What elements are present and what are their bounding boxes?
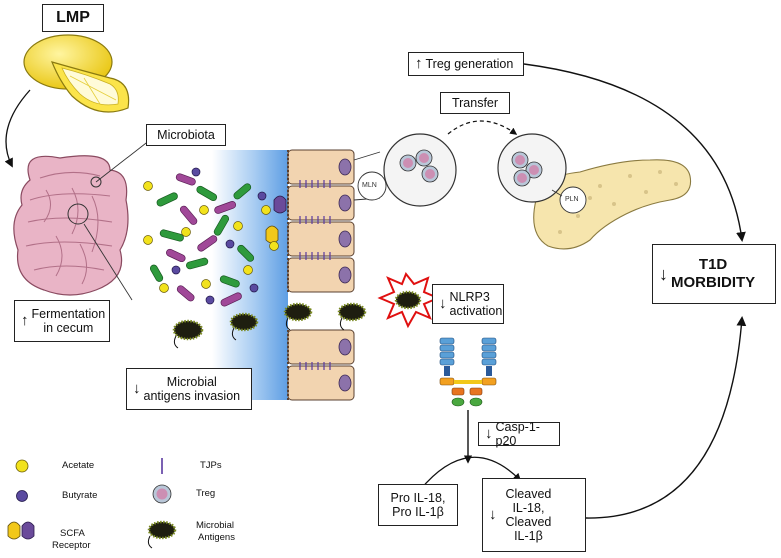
epithelial-cell: [287, 185, 355, 221]
treg-generation-label: Treg generation: [425, 57, 514, 71]
casp-box: ↓ Casp-1-p20: [478, 420, 560, 448]
treg-to-t1d-arrow: [523, 63, 746, 242]
fermentation-box: ↑ Fermentation in cecum: [14, 300, 110, 342]
microbial-antigens-group: [172, 302, 367, 349]
cleaved-il-box: ↓ Cleaved IL-18, Cleaved IL-1β: [482, 478, 586, 552]
microbiota-label: Microbiota: [157, 128, 215, 142]
cleaved-line2: IL-18,: [512, 501, 545, 515]
pro-line1: Pro IL-18,: [390, 491, 446, 505]
mln-node: [353, 133, 457, 207]
treg-generation-box: ↑ Treg generation: [408, 52, 524, 76]
casp-label: Casp-1-p20: [495, 420, 540, 448]
down-arrow-icon: ↓: [133, 380, 141, 397]
legend-acetate-icon: [15, 459, 29, 473]
fermentation-label-line1: Fermentation: [31, 307, 106, 321]
microbial-invasion-box: ↓ Microbial antigens invasion: [126, 368, 252, 410]
intestine-illustration: [13, 155, 129, 296]
cleaved-line1: Cleaved: [505, 487, 552, 501]
t1d-line1: T1D: [698, 256, 728, 273]
pro-to-cleaved-arrow: [419, 456, 522, 491]
nlrp3-trigger-burst: [377, 272, 441, 329]
legend-treg-icon: [152, 484, 172, 504]
nlrp3-box: ↓ NLRP3 activation: [432, 284, 504, 324]
cleaved-to-t1d-arrow: [585, 316, 747, 519]
up-arrow-icon: ↑: [21, 312, 29, 329]
legend-butyrate-icon: [16, 490, 28, 502]
down-arrow-icon: ↓: [489, 506, 497, 523]
legend-antigens-line1: Microbial: [196, 520, 235, 531]
microbiota-box: Microbiota: [146, 124, 226, 146]
down-arrow-icon: ↓: [659, 264, 668, 284]
cleaved-line3: Cleaved: [505, 515, 552, 529]
pln-label: PLN: [565, 196, 579, 203]
fermentation-label-line2: in cecum: [43, 321, 94, 335]
down-arrow-icon: ↓: [439, 295, 447, 312]
cleaved-line4: IL-1β: [514, 529, 543, 543]
epithelial-cell: [287, 365, 355, 401]
legend-butyrate-label: Butyrate: [62, 490, 98, 501]
legend-scfa-line1: SCFA: [60, 528, 85, 539]
nlrp3-line2: activation: [449, 304, 503, 318]
transfer-label: Transfer: [451, 96, 499, 110]
lemon-illustration: [23, 34, 130, 113]
epithelial-cell: [287, 257, 355, 293]
down-arrow-icon: ↓: [485, 425, 493, 442]
legend-tjps-label: TJPs: [200, 460, 222, 471]
transfer-box: Transfer: [440, 92, 510, 114]
zoom-line-cecum: [83, 223, 133, 301]
lemon-to-intestine-arrow: [4, 89, 31, 168]
scfa-receptor-on-cell: [265, 195, 287, 244]
pro-line2: Pro IL-1β: [392, 505, 444, 519]
epithelial-layer: [287, 149, 355, 401]
legend-scfa-line2: Receptor: [52, 540, 91, 551]
zoom-line-microbiota: [95, 139, 151, 183]
epithelial-cell: [287, 329, 355, 365]
legend-icons: [7, 458, 177, 549]
lmp-title: LMP: [56, 9, 90, 26]
microbiota-cluster: [143, 167, 279, 307]
legend-scfa-receptor-icon: [7, 521, 35, 540]
pancreas-illustration: [533, 159, 692, 250]
t1d-morbidity-box: ↓ T1D MORBIDITY: [652, 244, 776, 304]
pro-il-box: Pro IL-18, Pro IL-1β: [378, 484, 458, 526]
legend-acetate-label: Acetate: [62, 460, 95, 471]
nlrp3-line1: NLRP3: [449, 290, 490, 304]
t1d-line2: MORBIDITY: [671, 274, 756, 291]
mln-label: MLN: [362, 182, 377, 189]
transfer-arrow: [447, 120, 518, 135]
epithelial-cell: [287, 221, 355, 257]
lmp-title-box: LMP: [42, 4, 104, 32]
nlrp3-inflammasome-icon: [439, 337, 497, 407]
intestinal-lumen: [212, 150, 288, 400]
up-arrow-icon: ↑: [415, 55, 423, 72]
epithelial-cell: [287, 149, 355, 185]
legend-antigens-line2: Antigens: [198, 532, 235, 543]
legend-antigen-icon: [147, 520, 177, 549]
pln-node: [497, 133, 587, 214]
microbial-invasion-line1: Microbial: [166, 375, 217, 389]
legend-treg-label: Treg: [196, 488, 216, 499]
microbial-invasion-line2: antigens invasion: [143, 389, 241, 403]
